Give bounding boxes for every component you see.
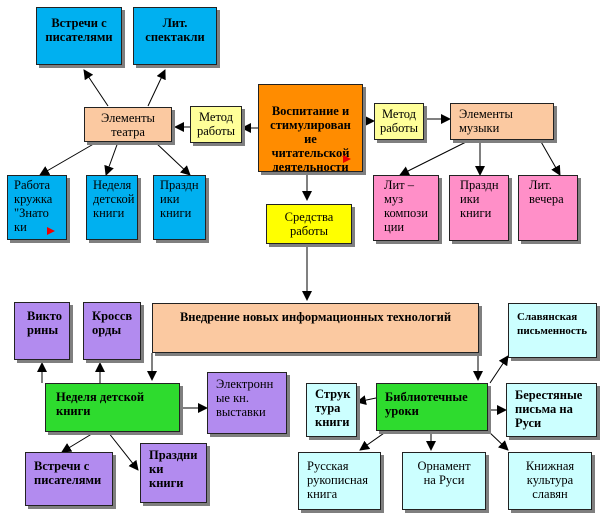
node-book-holidays-music: Праздн ики книги <box>449 175 509 241</box>
arrow-library-to-manuscript <box>359 430 388 451</box>
node-russian-manuscript: Русская рукописная книга <box>298 452 381 510</box>
node-meet-writers-bottom: Встречи с писателями <box>25 452 113 506</box>
arrow-library-to-bookculture <box>487 430 509 451</box>
arrow-theater-to-lit-performances <box>147 69 166 107</box>
node-club-work: Работа кружка "Знато ки <box>7 175 67 240</box>
arrow-library-to-slavic <box>489 355 509 384</box>
node-meet-writers-top: Встречи с писателями <box>36 7 122 65</box>
arrow-week-to-meet-writers <box>61 431 96 453</box>
node-book-holidays-top: Праздн ики книги <box>153 175 206 240</box>
arrow-theater-to-holidays <box>154 141 191 176</box>
node-method-right: Метод работы <box>374 103 424 140</box>
node-book-holidays-bottom: Праздни ки книги <box>140 443 207 503</box>
node-lit-performances: Лит. спектакли <box>133 7 217 65</box>
node-means-of-work: Средства работы <box>266 204 352 244</box>
node-center-upbringing: Воспитание и стимулирован ие читательско… <box>258 84 363 172</box>
node-library-lessons: Библиотечные уроки <box>376 383 488 431</box>
arrow-theater-to-meet-writers <box>83 69 109 107</box>
node-book-structure: Струк тура книги <box>306 383 357 437</box>
node-quizzes: Викто рины <box>14 302 70 360</box>
node-week-childbook: Неделя детской книги <box>45 383 180 432</box>
node-week-childbook-top: Неделя детской книги <box>86 175 138 240</box>
arrow-theater-to-week <box>104 141 119 176</box>
node-new-technologies: Внедрение новых информационных технологи… <box>152 303 479 353</box>
center-label: Воспитание и стимулирован ие читательско… <box>270 104 351 172</box>
node-electronic-exhibitions: Электронн ые кн. выставки <box>207 372 287 434</box>
node-lit-evenings: Лит. вечера <box>518 175 578 241</box>
node-crosswords: Кроссв орды <box>83 302 141 360</box>
node-method-left: Метод работы <box>190 106 242 143</box>
arrow-music-to-evenings <box>539 139 561 176</box>
arrow-theater-to-club <box>39 141 98 176</box>
arrow-week-to-holidays <box>107 431 139 471</box>
node-lit-music-compositions: Лит – муз компози ции <box>373 175 439 241</box>
node-theater-elements: Элементы театра <box>84 107 172 142</box>
play-marker-icon-2 <box>47 227 55 235</box>
arrow-music-to-litmus <box>399 139 471 176</box>
arrow-library-to-structure <box>356 395 377 406</box>
node-slavic-writing: Славянская письменность <box>508 303 597 358</box>
node-music-elements: Элементы музыки <box>450 103 554 140</box>
node-ornament: Орнамент на Руси <box>402 452 486 510</box>
node-birch-letters: Берестяные письма на Руси <box>506 383 597 437</box>
play-marker-icon <box>343 155 351 163</box>
node-slavic-book-culture: Книжная культура славян <box>508 452 592 510</box>
